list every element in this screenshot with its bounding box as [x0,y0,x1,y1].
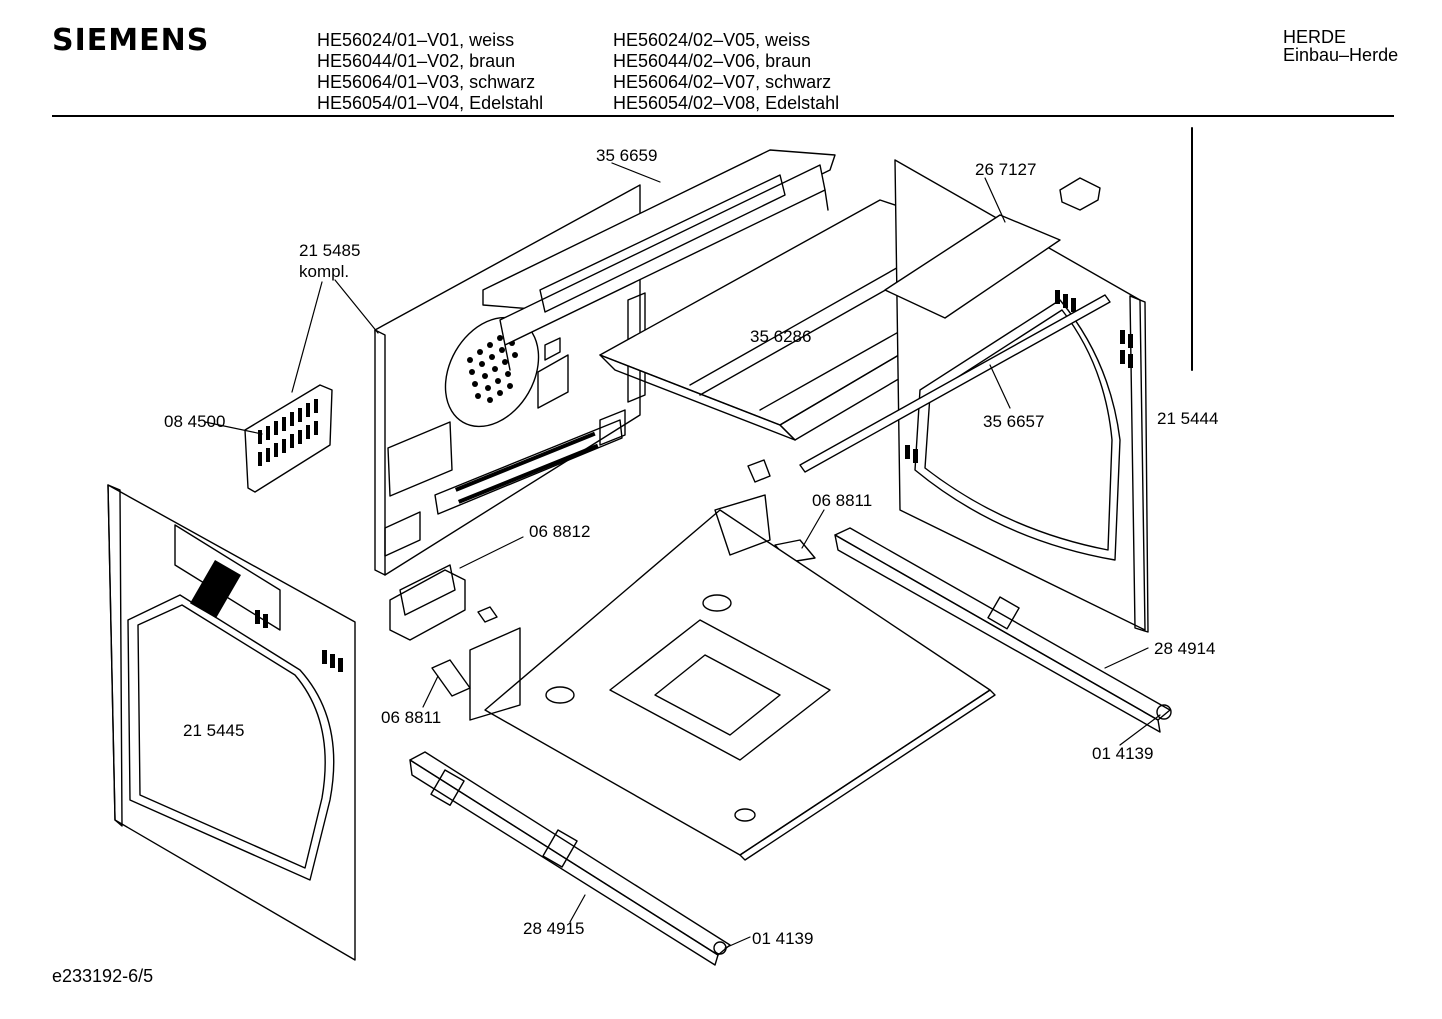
right-runner-drawing [834,527,1172,733]
drawing-id: e233192-6/5 [52,966,154,986]
part-label-vent-grille: 08 4500 [164,412,225,431]
top-clip-drawing [884,177,1101,319]
model-entry: HE56054/02–V08, Edelstahl [613,93,840,113]
model-entry: HE56044/02–V06, braun [613,51,812,71]
left-side-panel-drawing [107,484,356,961]
model-entry: HE56024/01–V01, weiss [317,30,515,50]
part-label-clip: 26 7127 [975,160,1036,179]
model-entry: HE56044/01–V02, braun [317,51,516,71]
part-label-top-cover: 35 6286 [750,327,811,346]
leader-lines [204,162,1161,949]
bottom-plate-drawing [469,494,996,861]
part-label-top-rail: 35 6659 [596,146,657,165]
cable-holder-drawing [389,564,466,641]
category-label: HERDE Einbau–Herde [1283,28,1398,64]
left-runner-drawing [409,751,731,966]
part-label-right-side: 21 5444 [1157,409,1218,428]
model-entry: HE56064/01–V03, schwarz [317,72,536,92]
category-line-2: Einbau–Herde [1283,45,1399,65]
vent-grille-drawing [244,384,333,493]
model-list-1: HE56024/01–V01, weiss HE56044/01–V02, br… [317,30,543,114]
part-label-right-runner: 28 4914 [1154,639,1215,658]
model-entry: HE56064/02–V07, schwarz [613,72,832,92]
top-rail-drawing [482,149,836,403]
model-entry: HE56024/02–V05, weiss [613,30,811,50]
rear-strip-drawing [799,294,1111,473]
part-label-roller-left: 01 4139 [752,929,813,948]
part-label-back-panel-note: kompl. [299,262,349,281]
part-label-cable-holder: 06 8812 [529,522,590,541]
part-labels: 35 6659 26 7127 21 5485 kompl. 35 6286 3… [164,146,1218,948]
part-label-back-panel: 21 5485 [299,241,360,260]
category-line-1: HERDE [1283,27,1347,47]
model-list-2: HE56024/02–V05, weiss HE56044/02–V06, br… [613,30,839,114]
header-divider [52,115,1394,117]
part-label-rear-strip: 35 6657 [983,412,1044,431]
part-label-roller-right: 01 4139 [1092,744,1153,763]
siemens-logo: SIEMENS [52,23,210,58]
model-entry: HE56054/01–V04, Edelstahl [317,93,544,113]
part-label-left-side: 21 5445 [183,721,244,740]
part-label-left-runner: 28 4915 [523,919,584,938]
part-label-bracket-mid: 06 8811 [812,491,872,510]
part-label-bracket-left: 06 8811 [381,708,441,727]
